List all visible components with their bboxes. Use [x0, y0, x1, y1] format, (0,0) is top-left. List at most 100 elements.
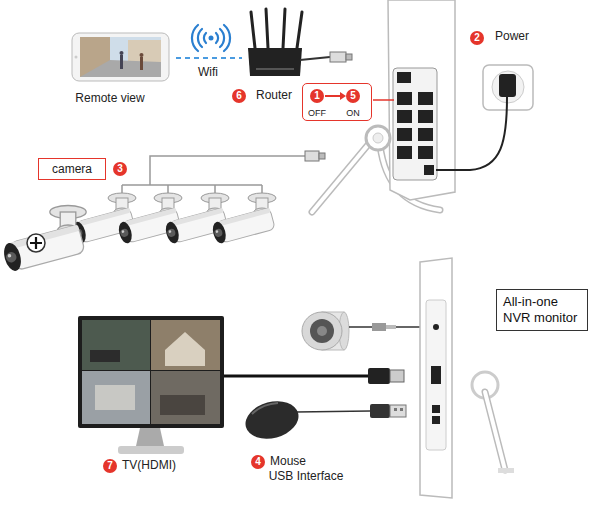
nvr-monitor-top: [397, 128, 412, 141]
router-cable: [346, 54, 352, 60]
tv: [160, 395, 205, 415]
camera-plug: [319, 153, 325, 159]
cameras: [1, 206, 86, 273]
wifi-symbol: [192, 25, 230, 51]
phone: [72, 33, 169, 81]
phone: [140, 57, 143, 70]
wifi-symbol: [192, 25, 198, 51]
power-socket: [492, 71, 524, 103]
power-socket: [483, 65, 533, 110]
nvr-monitor-side: [432, 416, 440, 424]
nvr-monitor-top: [373, 133, 383, 143]
power-socket: [499, 74, 516, 97]
nvr-monitor-side: [498, 468, 514, 473]
nvr-monitor-top: [397, 110, 412, 123]
nvr-monitor-top: [397, 146, 412, 159]
nvr-monitor-top: [397, 72, 411, 83]
router: [251, 12, 255, 48]
mouse: [252, 403, 278, 414]
nvr-monitor-top: [418, 146, 433, 159]
mouse: [241, 396, 302, 445]
wifi-link: [176, 57, 242, 59]
wifi-symbol: [204, 33, 206, 43]
mouse: [390, 405, 406, 417]
phone: [140, 53, 144, 57]
callout-number: 2: [470, 31, 484, 45]
speaker: [386, 325, 396, 329]
nvr-monitor-top: [366, 126, 390, 150]
speaker: [310, 319, 334, 343]
power-socket: [436, 65, 533, 170]
router: [266, 9, 268, 48]
power-socket: [436, 97, 507, 170]
router-cable: [330, 52, 346, 62]
hdmi-cable: [390, 370, 404, 382]
nvr-monitor-side: [426, 300, 446, 450]
tv: [82, 320, 150, 370]
cameras: [1, 193, 276, 273]
nvr-monitor-top: [312, 140, 372, 212]
speaker: [302, 312, 432, 350]
callout-number: 3: [113, 162, 127, 176]
callout-number: 1: [310, 89, 324, 103]
box-label: All-in-one NVR monitor: [503, 294, 581, 326]
part-label: Wifi: [198, 66, 218, 80]
speaker: [302, 312, 342, 350]
nvr-monitor-side: [485, 392, 505, 470]
switch-label: OFF: [308, 108, 326, 118]
phone: [128, 40, 161, 62]
tv: [136, 428, 164, 446]
camera-plug: [305, 151, 325, 161]
mouse: [370, 404, 390, 418]
switch-arrow: [325, 95, 341, 97]
tv: [95, 385, 135, 410]
nvr-monitor-side: [485, 392, 505, 470]
part-label: Remote view: [75, 92, 144, 106]
callout-number: 6: [232, 89, 246, 103]
part-label: Power: [495, 30, 529, 44]
switch-label: ON: [346, 108, 360, 118]
camera-label-box: camera: [38, 158, 106, 180]
nvr-monitor-side: [420, 258, 452, 498]
nvr-monitor-top: [418, 92, 433, 105]
nvr-monitor-top: [373, 99, 394, 101]
tv: [78, 316, 224, 428]
cameras: [27, 234, 45, 252]
tv: [165, 332, 205, 366]
tv: [151, 371, 220, 424]
nvr-monitor-top: [312, 140, 372, 212]
hdmi-cable: [368, 368, 390, 384]
wifi-symbol: [198, 29, 202, 47]
box-label: camera: [52, 162, 92, 176]
nvr-monitor-top: [418, 110, 433, 123]
part-label: USB Interface: [269, 470, 344, 484]
mouse: [400, 408, 403, 411]
phone: [75, 56, 78, 59]
nvr-monitor-top: [397, 92, 412, 105]
switch-callout-box: 1 5OFF ON: [302, 83, 372, 121]
wifi-symbol: [220, 29, 224, 47]
callout-number: 7: [103, 459, 117, 473]
phone: [120, 51, 124, 55]
mouse: [394, 408, 397, 411]
tv: [82, 371, 150, 424]
part-label: Router: [256, 89, 292, 103]
nvr-monitor-side: [431, 366, 441, 384]
nvr-monitor-side: [432, 405, 440, 413]
nvr-label-box: All-in-one NVR monitor: [496, 289, 588, 331]
speaker: [372, 323, 386, 331]
router: [256, 68, 294, 70]
callout-number: 5: [346, 89, 360, 103]
phone: [80, 37, 161, 77]
wifi-symbol: [216, 33, 218, 43]
wifi-symbol: [224, 25, 230, 51]
camera-cables: [122, 156, 305, 195]
tv: [90, 350, 120, 362]
cameras: [211, 193, 276, 245]
router: [248, 9, 302, 76]
part-label: Mouse: [270, 455, 306, 469]
router-cable: [300, 52, 352, 62]
mouse: [296, 411, 370, 412]
